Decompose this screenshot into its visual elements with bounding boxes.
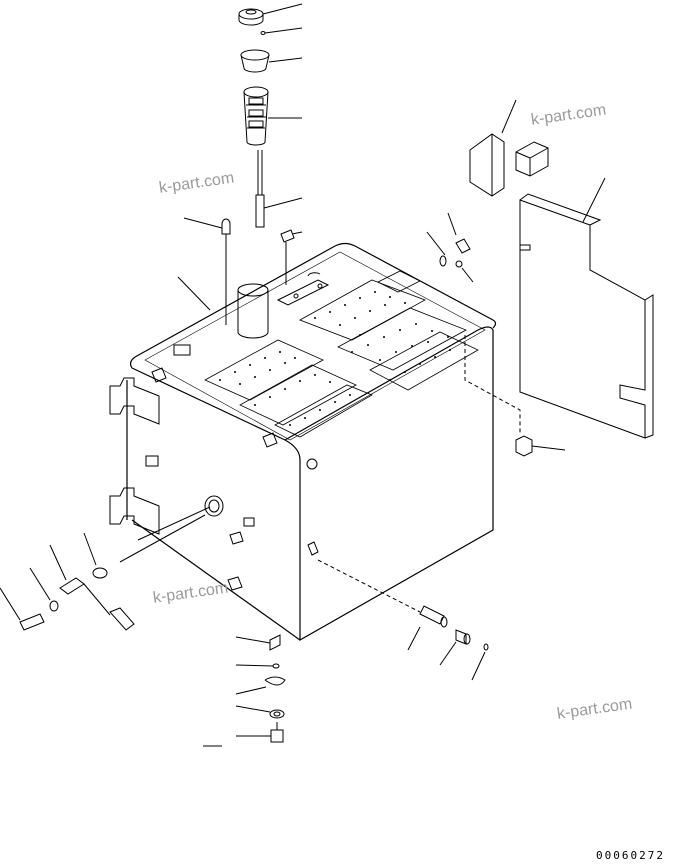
mount-stack xyxy=(203,635,285,746)
dashed-leader-bottom xyxy=(318,560,420,612)
small-pin xyxy=(261,28,302,35)
filler-cap xyxy=(239,4,302,25)
left-mount-brackets xyxy=(110,368,277,534)
hydraulic-tank-body xyxy=(127,244,496,641)
sight-gauge xyxy=(120,496,223,562)
front-fittings xyxy=(228,459,318,590)
top-small-label xyxy=(174,345,190,355)
leader-sight-gauge xyxy=(138,507,210,540)
plate-dots xyxy=(219,291,451,426)
drawing-number: 00060272 xyxy=(596,849,665,862)
dashed-leader-right xyxy=(465,335,520,435)
breather-fitting-left xyxy=(184,218,230,325)
right-plug xyxy=(516,436,565,456)
right-elbow-fitting xyxy=(427,213,473,282)
tank-filler-neck xyxy=(178,277,268,338)
rubber-pad xyxy=(516,142,548,176)
breather-fitting-right xyxy=(281,230,302,285)
drain-valve xyxy=(408,606,447,650)
level-gauge-rod xyxy=(256,150,302,227)
drain-plug xyxy=(440,630,470,665)
level-sensor xyxy=(0,533,134,630)
top-cover-plates xyxy=(205,271,478,437)
top-bracket xyxy=(278,273,328,305)
side-cover-panel xyxy=(520,178,653,438)
strainer xyxy=(244,87,302,145)
filler-neck-ring xyxy=(241,50,302,72)
pad-bracket xyxy=(470,100,516,196)
drain-cap-pin xyxy=(472,644,488,680)
